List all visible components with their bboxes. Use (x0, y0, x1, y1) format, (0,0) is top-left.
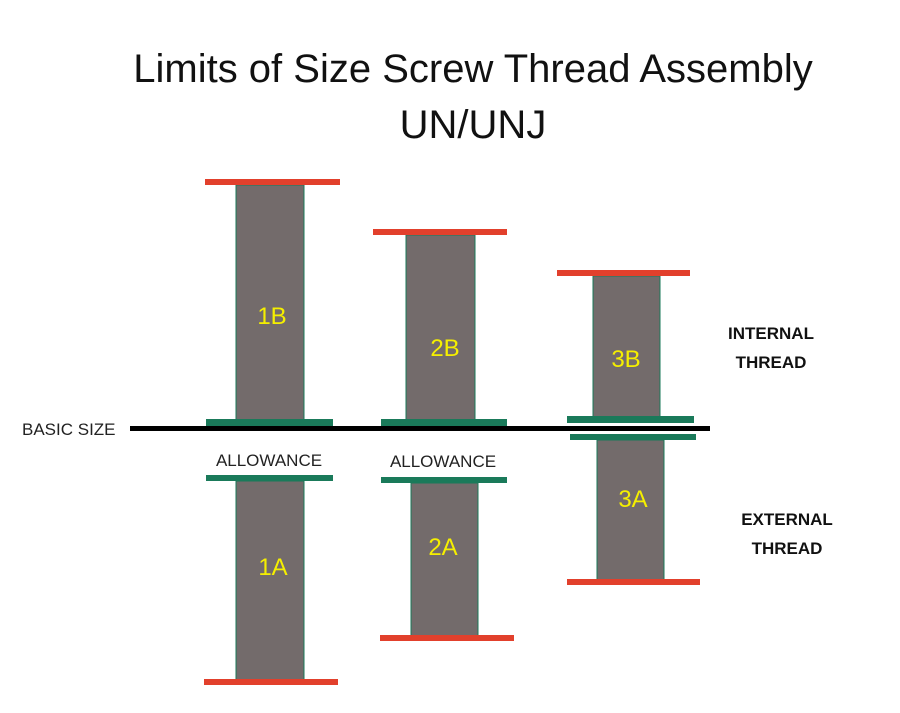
label-1a: 1A (258, 554, 287, 581)
class-2a-band: 2A (380, 477, 514, 641)
upper-limit-2b (373, 229, 507, 235)
upper-limit-1a (206, 475, 333, 481)
basic-size-line (130, 426, 710, 431)
basic-size-label: BASIC SIZE (22, 420, 116, 439)
upper-limit-2a (381, 477, 507, 483)
upper-limit-3a (570, 434, 696, 440)
internal-thread-label-1: INTERNAL (728, 324, 814, 343)
title-line-2: UN/UNJ (400, 103, 547, 147)
external-thread-label-2: THREAD (752, 539, 823, 558)
class-3b-band: 3B (557, 270, 694, 423)
lower-limit-3b (567, 416, 694, 423)
upper-limit-3b (557, 270, 690, 276)
class-1a-band: 1A (204, 475, 338, 685)
upper-limit-1b (205, 179, 340, 185)
allowance-label-2: ALLOWANCE (390, 452, 496, 471)
allowance-label-1: ALLOWANCE (216, 451, 322, 470)
external-thread-label-1: EXTERNAL (741, 510, 833, 529)
class-3a-band: 3A (567, 434, 700, 585)
label-2b: 2B (430, 335, 459, 362)
label-2a: 2A (428, 534, 457, 561)
label-3a: 3A (618, 486, 647, 513)
class-1b-band: 1B (205, 179, 340, 426)
label-3b: 3B (611, 346, 640, 373)
label-1b: 1B (257, 303, 286, 330)
lower-limit-3a (567, 579, 700, 585)
lower-limit-1a (204, 679, 338, 685)
class-2b-band: 2B (373, 229, 507, 426)
lower-limit-2b (381, 419, 507, 426)
internal-thread-label-2: THREAD (736, 353, 807, 372)
lower-limit-2a (380, 635, 514, 641)
title-line-1: Limits of Size Screw Thread Assembly (133, 47, 813, 91)
lower-limit-1b (206, 419, 333, 426)
